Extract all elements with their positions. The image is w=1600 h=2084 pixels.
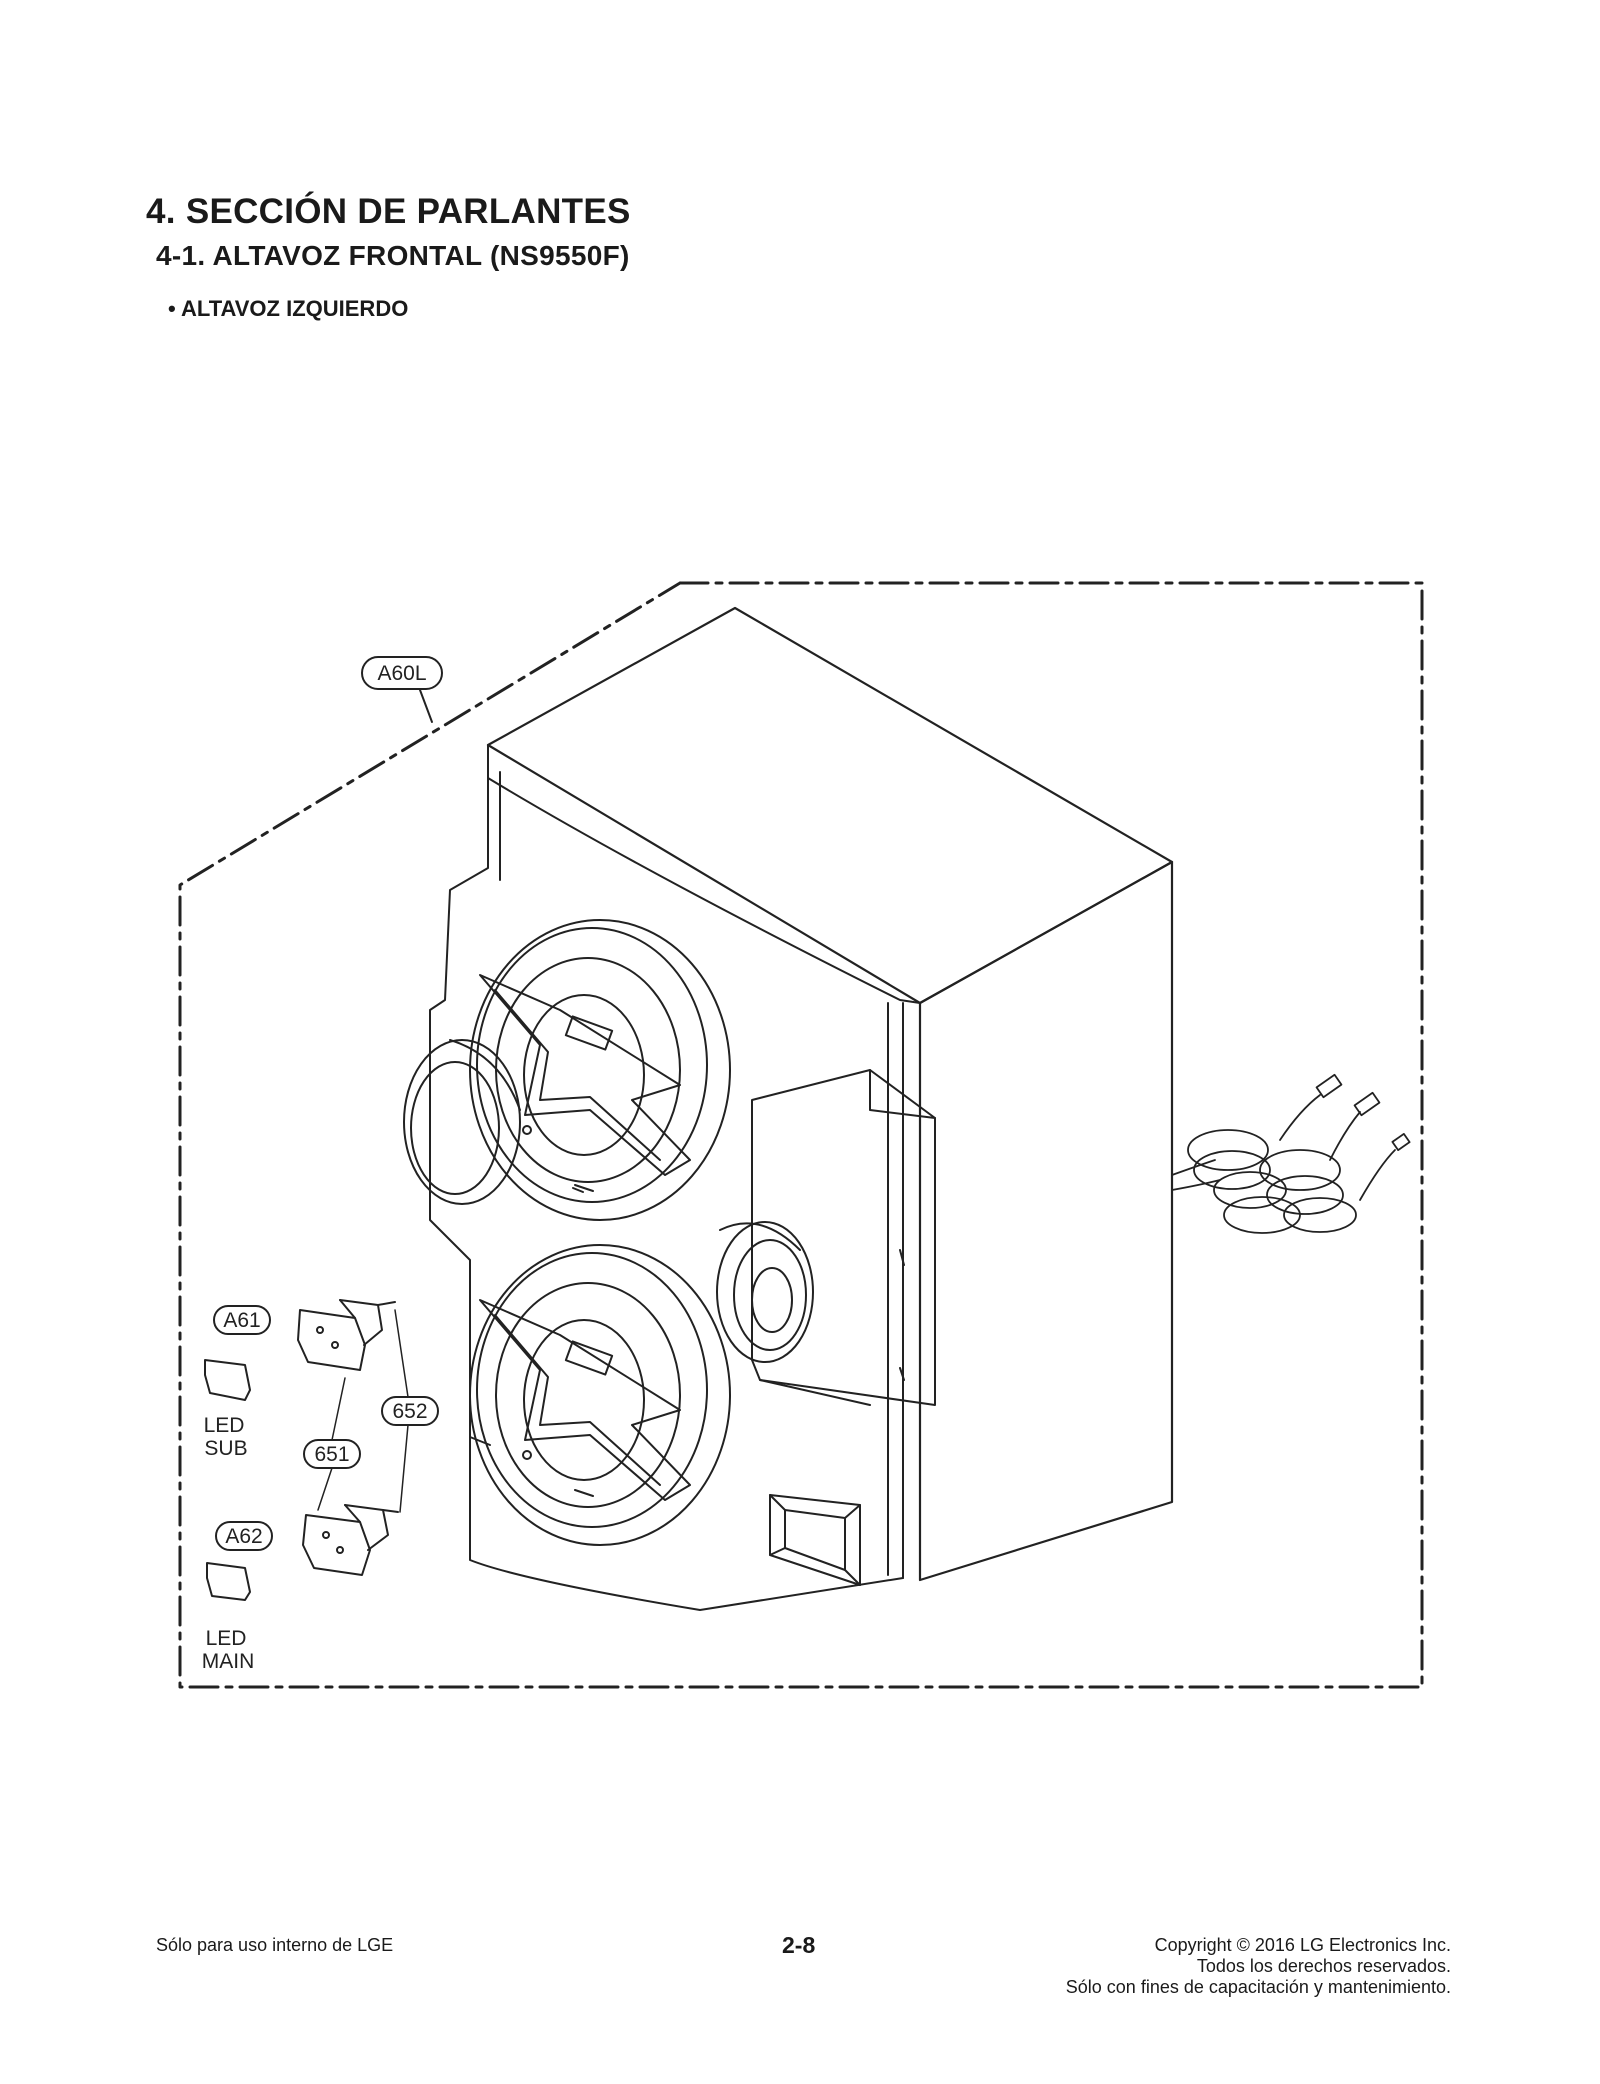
led-main-label-line2: MAIN bbox=[202, 1650, 255, 1673]
a62-callout-box bbox=[215, 1521, 273, 1551]
led-sub-label-line2: SUB bbox=[204, 1437, 247, 1460]
a60l-callout: A60L bbox=[377, 662, 426, 685]
a62-callout: A62 bbox=[225, 1525, 262, 1548]
a61-callout: A61 bbox=[223, 1309, 260, 1332]
led-holder-lower bbox=[302, 1504, 399, 1576]
assembly-boundary bbox=[178, 581, 1424, 1689]
upper-woofer bbox=[469, 919, 731, 1221]
footer-copyright: Copyright © 2016 LG Electronics Inc. Tod… bbox=[1066, 1935, 1451, 1998]
page-number: 2-8 bbox=[782, 1932, 816, 1958]
bullet-heading: • ALTAVOZ IZQUIERDO bbox=[168, 296, 409, 321]
part-652-callout: 652 bbox=[392, 1400, 427, 1423]
led-sub-board bbox=[204, 1359, 251, 1401]
led-holder-upper bbox=[297, 1299, 396, 1371]
part-651-callout-box bbox=[303, 1439, 361, 1469]
part-652-leader bbox=[394, 1309, 409, 1513]
a61-callout-box bbox=[213, 1305, 271, 1335]
copyright-line-1: Copyright © 2016 LG Electronics Inc. bbox=[1154, 1935, 1451, 1955]
right-midrange bbox=[716, 1221, 814, 1363]
speaker-cabinet bbox=[429, 606, 1174, 1611]
section-title: 4. SECCIÓN DE PARLANTES bbox=[146, 192, 631, 231]
led-main-board bbox=[206, 1562, 251, 1601]
part-651-callout: 651 bbox=[314, 1443, 349, 1466]
a60l-leader bbox=[419, 689, 433, 723]
part-652-callout-box bbox=[381, 1396, 439, 1426]
left-tweeter bbox=[403, 1039, 521, 1205]
copyright-line-3: Sólo con fines de capacitación y manteni… bbox=[1065, 1977, 1451, 1997]
led-sub-label-line1: LED bbox=[204, 1414, 245, 1437]
lower-woofer bbox=[469, 1244, 731, 1546]
led-main-label-line1: LED bbox=[206, 1627, 247, 1650]
a60l-callout-box bbox=[361, 656, 443, 690]
part-651-leader bbox=[317, 1377, 346, 1511]
footer-internal-use: Sólo para uso interno de LGE bbox=[156, 1935, 394, 1955]
speaker-cables bbox=[1171, 1073, 1411, 1234]
copyright-line-2: Todos los derechos reservados. bbox=[1196, 1956, 1451, 1976]
subsection-title: 4-1. ALTAVOZ FRONTAL (NS9550F) bbox=[156, 240, 630, 271]
